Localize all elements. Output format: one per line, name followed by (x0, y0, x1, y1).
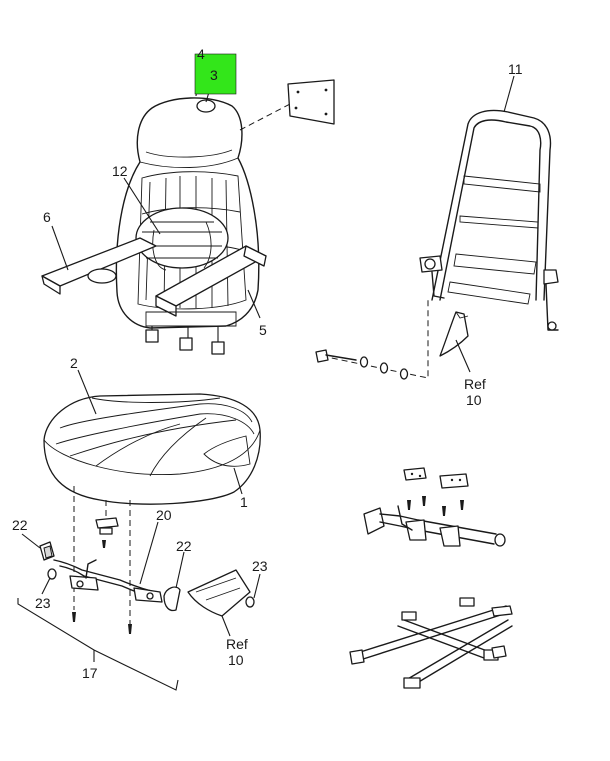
part-labels: 4 3 11 12 6 5 Ref 10 2 1 20 22 22 23 23 … (12, 46, 523, 681)
label-2: 2 (70, 355, 78, 371)
label-4: 4 (197, 46, 205, 62)
label-6: 6 (43, 209, 51, 225)
mount-bracket (95, 517, 119, 548)
bracket-ref-lower (187, 569, 255, 637)
label-ref-10-lower-ref: Ref (226, 636, 248, 652)
label-ref-10-upper-num: 10 (466, 392, 482, 408)
cushion-mount-guides (73, 486, 131, 624)
seat-frame (419, 109, 559, 331)
label-3: 3 (210, 67, 218, 83)
label-23-left: 23 (35, 595, 51, 611)
label-11: 11 (508, 61, 523, 77)
label-1: 1 (240, 494, 248, 510)
label-ref-10-upper-ref: Ref (464, 376, 486, 392)
seat-cushion (43, 393, 261, 505)
recline-mechanism (363, 467, 506, 547)
knob-left (39, 541, 57, 580)
rail-assembly (53, 559, 163, 634)
label-ref-10-lower-num: 10 (228, 652, 244, 668)
slide-rails (349, 597, 513, 689)
hardware-row (315, 298, 429, 380)
rear-panel (239, 79, 335, 131)
seat-back-assembly (41, 97, 267, 355)
label-22-left: 22 (12, 517, 28, 533)
bracket-ref-upper (439, 311, 471, 373)
knob-right (163, 586, 181, 612)
label-20: 20 (156, 507, 172, 523)
label-22-right: 22 (176, 538, 192, 554)
label-5: 5 (259, 322, 267, 338)
assembly-bracket-17 (17, 598, 179, 691)
label-23-right: 23 (252, 558, 268, 574)
label-17: 17 (82, 665, 98, 681)
leader-lines (21, 59, 515, 599)
highlight-box (194, 53, 237, 95)
label-12: 12 (112, 163, 128, 179)
